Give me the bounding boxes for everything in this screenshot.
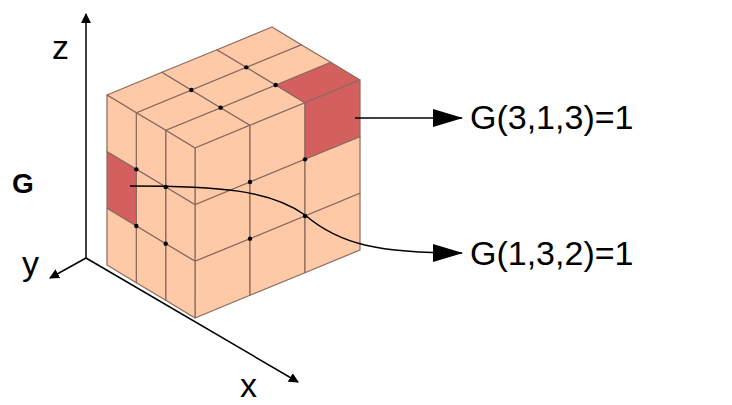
grid-dot — [248, 180, 252, 184]
cube-cell — [107, 208, 136, 282]
axis-label: y — [22, 246, 39, 280]
leaders — [130, 118, 462, 253]
grid-dot — [273, 83, 277, 87]
grid-dot — [248, 236, 252, 240]
cube-cell — [136, 226, 165, 300]
grid-dot — [218, 105, 222, 109]
cube-cell — [250, 216, 305, 295]
y-axis — [50, 258, 86, 278]
z-axis — [85, 14, 87, 258]
grid-dot — [134, 224, 138, 228]
grid-dot — [134, 167, 138, 171]
cube-cell — [217, 27, 301, 67]
grid-dot — [303, 157, 307, 161]
cube-cell — [195, 239, 250, 318]
cell-annotation: G(1,3,2)=1 — [470, 236, 633, 270]
leader-arrow — [130, 186, 462, 253]
grid-dot — [189, 88, 193, 92]
grid-dot — [244, 65, 248, 69]
grid-dot — [163, 241, 167, 245]
axis-label: z — [52, 30, 69, 64]
cell-annotation: G(3,1,3)=1 — [470, 100, 633, 134]
leader-arrow — [355, 117, 462, 119]
cube — [107, 27, 360, 318]
tensor-name: G — [12, 170, 34, 198]
cube-cell — [166, 244, 195, 318]
axis-label: x — [240, 368, 257, 402]
